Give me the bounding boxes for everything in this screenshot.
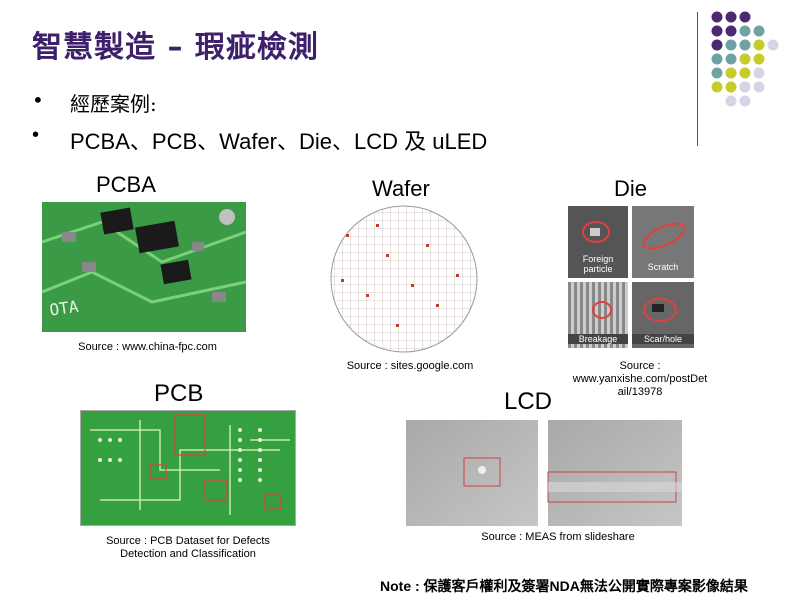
die-tile-foreign-particle: Foreign particle bbox=[568, 206, 628, 278]
die-source-line: www.yanxishe.com/postDet bbox=[572, 373, 708, 385]
die-source-line: Source : bbox=[619, 360, 661, 372]
lcd-image bbox=[406, 420, 682, 526]
bullet-text: 經歷案例: bbox=[70, 92, 157, 116]
die-tile-breakage: Breakage bbox=[568, 282, 628, 348]
slide-title: 智慧製造 – 瑕疵檢測 bbox=[32, 30, 319, 65]
pcb-label: PCB bbox=[154, 380, 204, 407]
decorative-dot-grid bbox=[711, 11, 779, 107]
die-source: Source : www.yanxishe.com/postDet ail/13… bbox=[560, 360, 720, 399]
pcb-image bbox=[80, 410, 296, 526]
die-tile-scratch: Scratch bbox=[632, 206, 694, 278]
pcba-source: Source : www.china-fpc.com bbox=[78, 341, 217, 353]
pcb-source-line: Detection and Classification bbox=[120, 548, 256, 560]
die-tile-scar-hole: Scar/hole bbox=[632, 282, 694, 348]
pcb-source-line: Source : PCB Dataset for Defects bbox=[106, 535, 270, 547]
die-tile-caption: Breakage bbox=[568, 334, 628, 344]
bullet-mark: • bbox=[32, 88, 44, 112]
footer-note: Note : 保護客戶權利及簽署NDA無法公開實際專案影像結果 bbox=[380, 578, 748, 594]
bullet-mark: • bbox=[32, 124, 40, 146]
die-tile-caption: Foreign particle bbox=[582, 254, 614, 274]
lcd-source: Source : MEAS from slideshare bbox=[481, 531, 635, 543]
lcd-label: LCD bbox=[504, 388, 553, 415]
die-label: Die bbox=[614, 176, 648, 201]
wafer-source: Source : sites.google.com bbox=[346, 360, 474, 372]
die-tile-caption: Scar/hole bbox=[632, 334, 694, 344]
die-image: Foreign particle Scratch Breakage Scar/h… bbox=[566, 204, 696, 350]
pcba-board-text: OTA bbox=[48, 297, 80, 320]
vertical-divider bbox=[697, 12, 698, 146]
die-source-line: ail/13978 bbox=[617, 386, 663, 398]
bullet-cases: • PCBA、PCB、Wafer、Die、LCD 及 uLED bbox=[32, 124, 632, 154]
die-tile-caption: Scratch bbox=[647, 262, 679, 272]
bullet-experience: • 經歷案例: bbox=[32, 88, 332, 116]
pcba-label: PCBA bbox=[96, 172, 156, 197]
pcba-image: OTA bbox=[42, 202, 246, 332]
wafer-image bbox=[330, 205, 478, 353]
pcb-source: Source : PCB Dataset for Defects Detecti… bbox=[80, 535, 296, 561]
bullet-text: PCBA、PCB、Wafer、Die、LCD 及 uLED bbox=[70, 129, 488, 154]
wafer-label: Wafer bbox=[372, 176, 430, 201]
